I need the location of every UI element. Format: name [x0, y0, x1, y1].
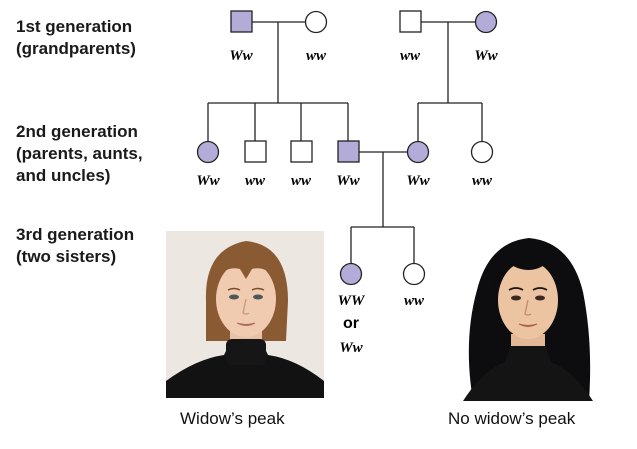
genotype-label: ww	[245, 173, 266, 189]
or-label: or	[343, 315, 359, 332]
widows-peak-photo	[166, 231, 324, 398]
gen2-female-affected-mother	[406, 140, 430, 164]
genotype-label: Ww	[196, 173, 220, 189]
gen1-female-unaffected	[304, 10, 328, 34]
genotype-label: WW	[338, 293, 366, 309]
gen2-label-line3: and uncles)	[16, 166, 111, 185]
gen2-male-unaffected	[290, 140, 313, 163]
gen2-label: 2nd generation (parents, aunts, and uncl…	[16, 121, 143, 187]
gen3-label-line2: (two sisters)	[16, 247, 117, 266]
genotype-label: ww	[400, 48, 421, 64]
no-widows-peak-photo	[443, 230, 611, 401]
pedigree-lines	[207, 21, 483, 264]
gen2-female-affected	[196, 140, 220, 164]
gen1-label-line2: (grandparents)	[16, 39, 136, 58]
no-widows-peak-portrait	[443, 230, 611, 401]
gen2-label-line1: 2nd generation	[16, 122, 138, 141]
gen3-label-line1: 3rd generation	[16, 225, 135, 244]
gen1-male-affected	[230, 10, 253, 33]
genotype-label: Ww	[229, 48, 253, 64]
gen3-sister-affected	[339, 262, 363, 286]
genotype-label: Ww	[336, 173, 360, 189]
gen1-male-unaffected	[399, 10, 422, 33]
gen1-label-line1: 1st generation	[16, 17, 133, 36]
gen1-female-affected	[474, 10, 498, 34]
gen2-label-line2: (parents, aunts,	[16, 144, 143, 163]
genotype-label: ww	[291, 173, 312, 189]
genotype-label: ww	[472, 173, 493, 189]
genotype-label: Ww	[339, 340, 363, 356]
widows-peak-portrait	[166, 231, 324, 398]
gen2-female-unaffected	[470, 140, 494, 164]
genotype-label: ww	[404, 293, 425, 309]
genotype-label: ww	[306, 48, 327, 64]
widows-peak-caption: Widow’s peak	[180, 409, 285, 428]
gen2-male-unaffected	[244, 140, 267, 163]
no-widows-peak-caption: No widow’s peak	[448, 409, 576, 428]
gen3-label: 3rd generation (two sisters)	[16, 224, 134, 268]
gen1-label: 1st generation (grandparents)	[16, 16, 136, 60]
genotype-label: Ww	[474, 48, 498, 64]
genotype-label: Ww	[406, 173, 430, 189]
gen2-male-affected-father	[337, 140, 360, 163]
gen3-sister-unaffected	[402, 262, 426, 286]
